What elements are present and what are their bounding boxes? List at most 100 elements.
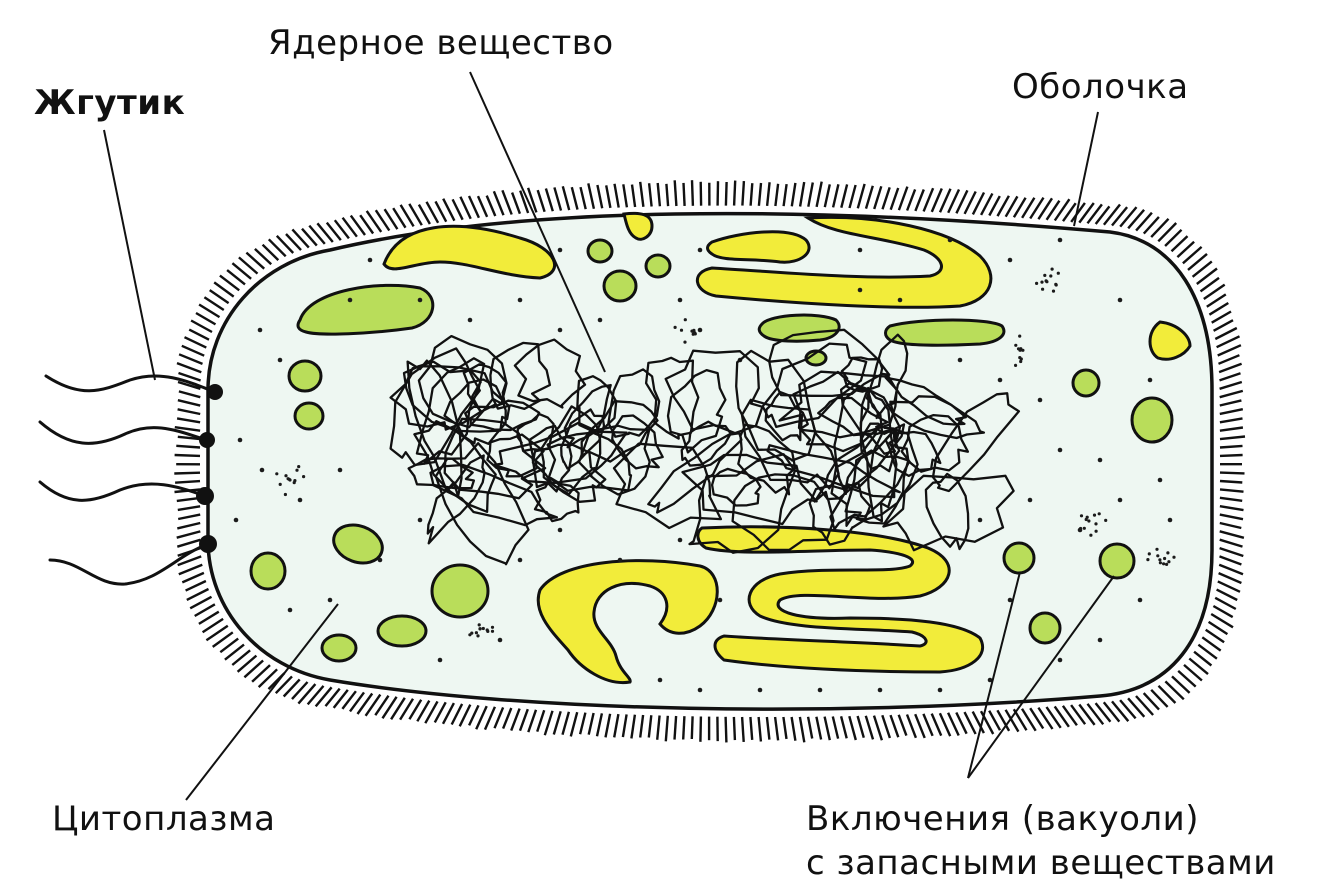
flagellum-1: [46, 376, 215, 392]
cell-wall-hair: [1120, 207, 1136, 227]
granule: [1095, 530, 1098, 533]
cell-wall-hair: [858, 184, 865, 208]
granule: [684, 318, 687, 321]
cell-wall-hair: [866, 186, 873, 209]
granule: [1058, 238, 1063, 243]
cell-wall-hair: [657, 716, 659, 740]
granule: [618, 558, 623, 563]
cell-wall-hair: [640, 182, 643, 207]
cell-wall-hair: [503, 708, 511, 729]
cell-wall-hair: [545, 711, 553, 735]
cell-wall-hair: [1112, 701, 1128, 721]
leader-line-envelope: [1074, 112, 1098, 226]
cell-wall-hair: [182, 573, 204, 583]
cell-wall-hair: [502, 190, 511, 214]
cell-wall-hair: [316, 687, 332, 706]
cell-wall-hair: [891, 715, 899, 737]
cell-wall-hair: [1220, 548, 1244, 556]
cell-wall-hair: [177, 540, 200, 547]
granule: [368, 258, 373, 263]
granule: [683, 341, 686, 344]
cell-wall-hair: [825, 184, 830, 207]
flagella: [40, 376, 215, 584]
cell-wall-hair: [1220, 473, 1245, 474]
cell-wall-hair: [1220, 400, 1242, 405]
granule: [478, 623, 481, 626]
granule: [998, 378, 1003, 383]
granule: [468, 633, 471, 636]
granule: [1165, 563, 1168, 566]
granule: [468, 318, 473, 323]
cell-wall-hair: [1220, 556, 1242, 564]
cell-wall-hair: [606, 185, 610, 208]
granule: [479, 627, 482, 630]
cell-wall-hair: [176, 446, 200, 448]
green-inclusion-blob: [646, 255, 670, 277]
cell-wall-hair: [849, 716, 856, 740]
granule: [1158, 558, 1161, 561]
granule: [1083, 527, 1086, 530]
basal-body: [196, 487, 214, 505]
cell-wall-hair: [1217, 336, 1240, 347]
granule: [1028, 498, 1033, 503]
cell-wall-hair: [775, 184, 778, 206]
cell-wall-hair: [1079, 705, 1094, 725]
cell-wall-hair: [883, 187, 890, 209]
cell-wall-hair: [298, 684, 315, 704]
cell-wall-hair: [1214, 320, 1233, 331]
cell-wall-hair: [692, 180, 693, 206]
cell-wall-hair: [185, 337, 207, 347]
basal-body: [199, 432, 215, 448]
granule: [658, 678, 663, 683]
cell-wall-hair: [563, 712, 569, 735]
cell-wall-hair: [692, 716, 693, 739]
granule: [518, 298, 523, 303]
granule: [1156, 554, 1159, 557]
cell-wall-hair: [1213, 606, 1232, 617]
granule: [1098, 638, 1103, 643]
cell-wall-hair: [1215, 328, 1237, 339]
cell-wall-hair: [767, 182, 770, 206]
granule: [1162, 562, 1165, 565]
granule: [698, 328, 703, 333]
granule: [1093, 514, 1096, 517]
vacuole-inclusion: [1100, 544, 1134, 578]
cell-wall-hair: [1218, 581, 1240, 591]
granule: [558, 528, 563, 533]
cell-wall-hair: [1220, 498, 1242, 501]
cell-wall-hair: [923, 714, 932, 736]
granule: [1148, 378, 1153, 383]
cell-wall-hair: [1220, 531, 1244, 538]
granule: [293, 479, 296, 482]
cell-wall-hair: [683, 716, 684, 739]
granule: [348, 298, 353, 303]
cell-wall-hair: [1215, 598, 1236, 609]
granule: [1138, 598, 1143, 603]
cell-wall-hair: [1220, 455, 1243, 456]
cell-wall-hair: [1220, 373, 1241, 380]
cell-wall-hair: [640, 715, 643, 738]
cell-wall-hair: [767, 717, 770, 740]
cell-wall-hair: [899, 187, 908, 211]
cell-wall-hair: [597, 185, 602, 208]
cell-wall-hair: [833, 717, 838, 739]
granule: [718, 598, 723, 603]
cell-wall-hair: [899, 715, 907, 736]
cell-wall-hair: [196, 313, 216, 324]
cell-wall-hair: [178, 400, 200, 405]
cell-wall-hair: [1219, 355, 1240, 364]
granule: [1172, 556, 1175, 559]
granule: [1014, 364, 1017, 367]
basal-body: [199, 535, 217, 553]
granule: [698, 688, 703, 693]
granule: [1035, 282, 1038, 285]
granule: [1163, 557, 1166, 560]
cell-wall-hair: [177, 363, 201, 372]
green-inclusion-blob: [251, 553, 285, 589]
green-inclusion-blob: [1132, 398, 1172, 442]
granule: [558, 328, 563, 333]
cell-wall-hair: [726, 182, 727, 206]
cell-wall-hair: [675, 180, 677, 206]
green-inclusion-blob: [378, 616, 426, 646]
